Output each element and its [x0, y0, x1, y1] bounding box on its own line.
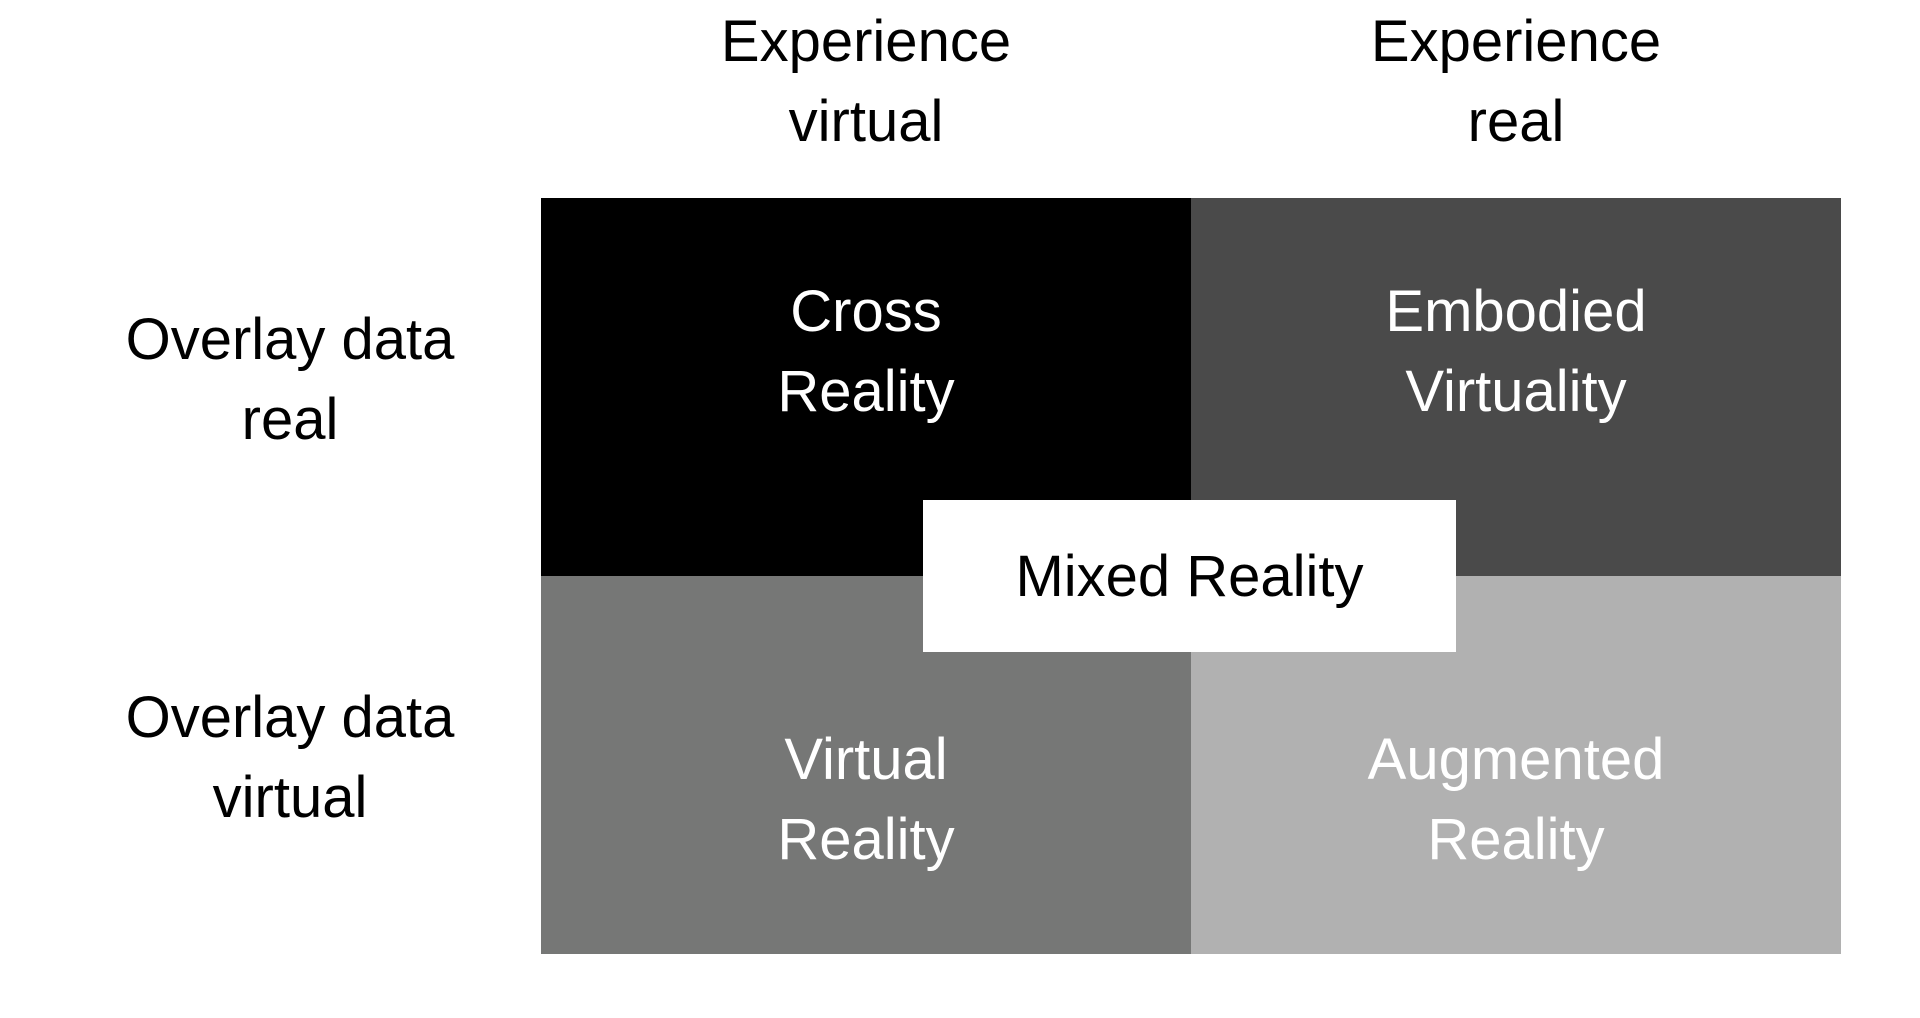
column-header-experience-virtual: Experience virtual — [606, 2, 1126, 162]
quadrant-label-line2: Reality — [777, 807, 955, 872]
column-header-line2: virtual — [788, 89, 944, 154]
mixed-reality-label: Mixed Reality — [1015, 543, 1364, 609]
quadrant-label-line1: Virtual — [784, 727, 948, 792]
quadrant-cross-reality: Cross Reality — [541, 198, 1191, 576]
quadrant-label-line1: Embodied — [1385, 279, 1647, 344]
row-header-overlay-virtual: Overlay data virtual — [80, 678, 500, 838]
quadrant-label-line1: Augmented — [1367, 727, 1665, 792]
row-header-line2: real — [241, 387, 339, 452]
quadrant-label-line1: Cross — [790, 279, 942, 344]
column-header-line2: real — [1467, 89, 1565, 154]
column-header-line1: Experience — [720, 9, 1012, 74]
mixed-reality-box: Mixed Reality — [923, 500, 1456, 652]
quadrant-label-line2: Virtuality — [1405, 359, 1627, 424]
row-header-line2: virtual — [212, 765, 368, 830]
quadrant-label-line2: Reality — [777, 359, 955, 424]
column-header-line1: Experience — [1370, 9, 1662, 74]
row-header-overlay-real: Overlay data real — [80, 300, 500, 460]
column-header-experience-real: Experience real — [1256, 2, 1776, 162]
row-header-line1: Overlay data — [125, 307, 455, 372]
quadrant-label-line2: Reality — [1427, 807, 1605, 872]
row-header-line1: Overlay data — [125, 685, 455, 750]
